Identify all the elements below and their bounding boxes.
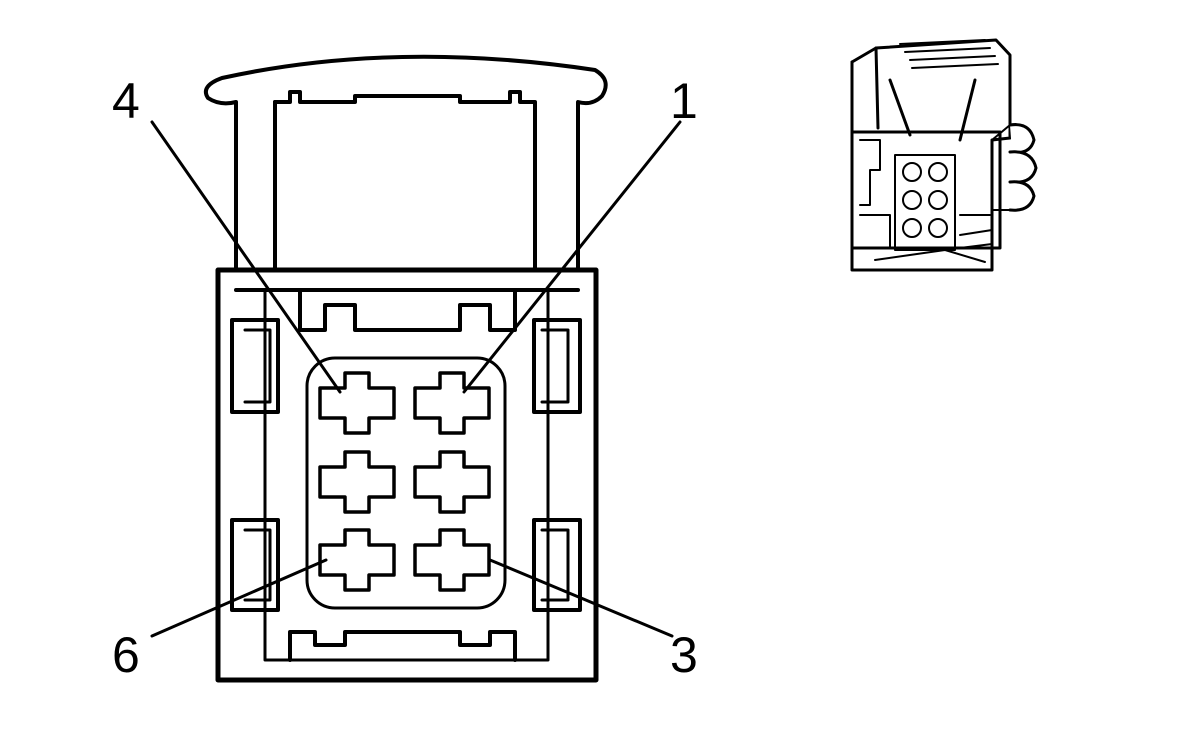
connector-3d-view xyxy=(850,38,1038,272)
leader-line-pin-1 xyxy=(462,120,682,394)
terminal-cavity xyxy=(318,450,396,514)
leader-line-pin-4 xyxy=(150,120,342,394)
pin-label-3: 3 xyxy=(670,627,698,683)
pin-label-6: 6 xyxy=(112,627,140,683)
terminal-cavity xyxy=(413,450,491,514)
terminal-cavity xyxy=(413,371,491,435)
terminal-cavity xyxy=(318,528,396,592)
terminal-cavities xyxy=(318,371,491,592)
leader-line-pin-3 xyxy=(488,558,674,638)
leader-line-pin-6 xyxy=(150,558,328,638)
pin-label-4: 4 xyxy=(112,73,140,129)
pin-labels: 4 1 6 3 xyxy=(112,73,698,683)
terminal-cavity xyxy=(413,528,491,592)
pin-label-1: 1 xyxy=(670,73,698,129)
connector-housing xyxy=(215,267,599,683)
leader-lines xyxy=(150,120,682,638)
cpa-lock xyxy=(203,54,608,272)
